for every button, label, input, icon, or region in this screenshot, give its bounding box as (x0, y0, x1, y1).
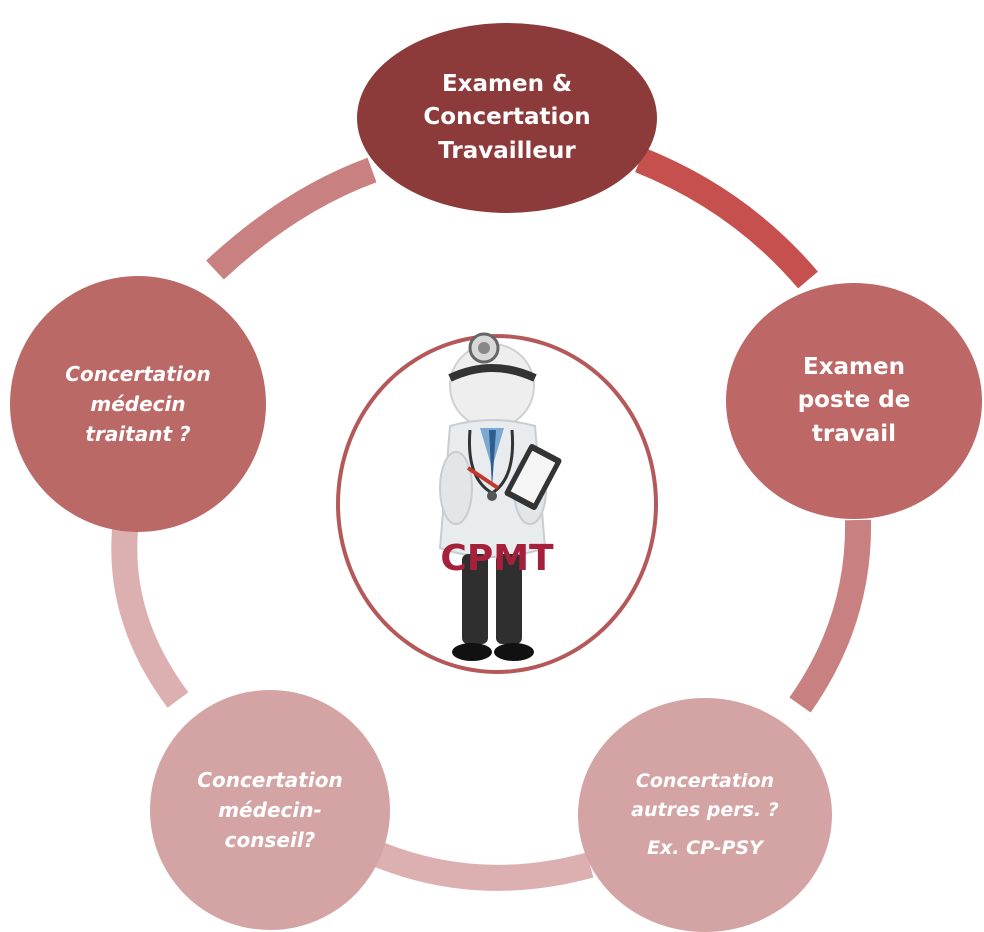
node-examen-poste-de-travail: Examen poste de travail (726, 283, 982, 519)
node-right-line-1: Examen (802, 353, 905, 380)
node-top-text: Examen & Concertation Travailleur (403, 68, 610, 168)
node-left-line-1: Concertation (65, 362, 211, 386)
arc-bottom (375, 842, 594, 891)
node-concertation-medecin-conseil: Concertation médecin- conseil? (150, 690, 390, 930)
node-bottom-left-line-1: Concertation (197, 768, 343, 792)
node-bottom-right-line-2: autres pers. ? (631, 799, 779, 822)
node-top-line-2: Concertation (423, 104, 591, 131)
node-left-text: Concertation médecin traitant ? (45, 359, 230, 449)
node-bottom-left-line-3: conseil? (224, 828, 316, 852)
node-left-line-2: médecin (90, 392, 186, 416)
node-bottom-right-line-3: Ex. CP-PSY (647, 836, 763, 859)
node-concertation-medecin-traitant: Concertation médecin traitant ? (10, 276, 266, 532)
doctor-icon (438, 332, 562, 661)
arc-left-top (206, 157, 377, 280)
node-bottom-left-text: Concertation médecin- conseil? (177, 765, 362, 855)
node-left-line-3: traitant ? (85, 422, 191, 446)
node-top-line-3: Travailleur (438, 137, 576, 164)
node-right-line-3: travail (811, 420, 897, 447)
arc-left-bottomleft (111, 528, 189, 708)
node-bottom-right-text: Concertation autres pers. ? Ex. CP-PSY (611, 767, 799, 863)
center-label: CPMT (440, 538, 554, 579)
node-right-text: Examen poste de travail (778, 351, 931, 451)
node-concertation-autres-pers: Concertation autres pers. ? Ex. CP-PSY (578, 698, 832, 932)
arc-right-bottomright (789, 519, 872, 713)
node-right-line-2: poste de (797, 387, 911, 414)
node-bottom-left-line-2: médecin- (218, 798, 322, 822)
node-top-line-1: Examen & (441, 70, 573, 97)
node-bottom-right-line-1: Concertation (635, 769, 775, 792)
arc-top-right (635, 147, 818, 289)
node-examen-concertation-travailleur: Examen & Concertation Travailleur (357, 23, 657, 213)
